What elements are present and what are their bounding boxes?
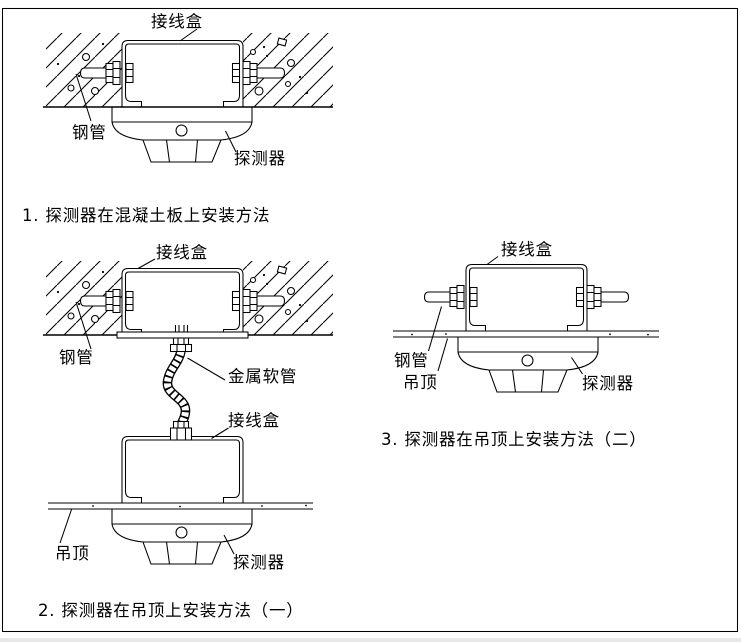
suspended-ceiling-band xyxy=(48,502,313,510)
suspended-ceiling-band xyxy=(393,330,659,338)
detector-label: 探测器 xyxy=(234,149,286,168)
conduit-nut xyxy=(172,337,190,346)
detector-label: 探测器 xyxy=(233,553,285,572)
junction-box-lower-label: 接线盒 xyxy=(228,411,280,430)
junction-box-cover-plate xyxy=(116,331,249,339)
ceiling-speckle xyxy=(411,333,413,336)
leader-line-steel-pipe xyxy=(427,306,443,352)
ceiling-label: 吊顶 xyxy=(55,544,90,563)
ceiling-speckle xyxy=(647,333,649,336)
nut-facet-lines xyxy=(176,344,187,352)
nut-facet-lines xyxy=(177,338,185,345)
leader-line-flexible-conduit xyxy=(187,357,226,381)
steel-pipe-label: 钢管 xyxy=(394,351,429,370)
junction-box-label: 接线盒 xyxy=(501,240,553,259)
leader-line-detector xyxy=(223,534,235,555)
leader-line-ceiling xyxy=(59,509,72,544)
flexible-conduit-ribs xyxy=(164,350,189,425)
ceiling-speckle xyxy=(179,505,181,508)
diagram-3-caption: 3. 探测器在吊顶上安装方法（二） xyxy=(381,430,647,449)
detector-label: 探测器 xyxy=(582,374,634,393)
junction-box xyxy=(121,39,244,108)
steel-pipes xyxy=(79,288,286,314)
diagram-2-caption: 2. 探测器在吊顶上安装方法（一） xyxy=(38,601,304,620)
leader-line-steel-pipe xyxy=(75,73,92,122)
nut-facet-lines xyxy=(177,421,185,428)
ceiling-speckle xyxy=(261,505,263,507)
diagram-2-ceiling-installation-method-1: 接线盒 钢管 金属软管 接线盒 吊顶 探测器 2. 探测器在吊顶上安装方法（一） xyxy=(38,243,334,620)
conduit-nipple xyxy=(174,325,189,332)
leader-line-junction-box-lower xyxy=(211,427,229,439)
junction-box-top-label: 接线盒 xyxy=(156,243,208,262)
leader-line-junction-box xyxy=(486,256,499,265)
leader-line-detector xyxy=(225,130,237,153)
ceiling-speckle xyxy=(445,333,447,335)
leader-line-ceiling xyxy=(437,338,449,372)
ceiling-speckle xyxy=(92,505,94,507)
steel-pipes xyxy=(79,60,286,86)
junction-box-lower xyxy=(121,435,244,504)
ceiling-speckle xyxy=(305,504,307,507)
steel-pipes xyxy=(423,284,630,310)
detector xyxy=(111,508,253,565)
nut-facet-lines xyxy=(176,428,187,440)
junction-box-top xyxy=(121,267,244,336)
diagram-3-ceiling-installation-method-2: 接线盒 钢管 吊顶 探测器 3. 探测器在吊顶上安装方法（二） xyxy=(381,240,659,449)
leader-line-junction-box xyxy=(179,28,198,42)
junction-box xyxy=(465,263,588,332)
leader-line-steel-pipe xyxy=(75,301,92,350)
conduit-nut xyxy=(169,343,193,353)
flexible-conduit-label: 金属软管 xyxy=(228,367,297,386)
conduit-nut xyxy=(169,427,193,441)
detector xyxy=(457,336,599,393)
conduit-nut xyxy=(172,420,190,429)
ceiling-label: 吊顶 xyxy=(403,373,438,392)
leader-line-junction-box-top xyxy=(137,258,156,269)
junction-box-label: 接线盒 xyxy=(151,12,203,31)
drawing-border xyxy=(1,7,739,633)
diagram-1-concrete-slab-installation: 接线盒 钢管 探测器 1. 探测器在混凝土板上安装方法 xyxy=(22,12,334,225)
diagram-1-caption: 1. 探测器在混凝土板上安装方法 xyxy=(22,206,270,225)
detector xyxy=(111,106,253,163)
steel-pipe-label: 钢管 xyxy=(59,348,94,367)
ceiling-speckle xyxy=(609,333,611,336)
steel-pipe-label: 钢管 xyxy=(72,123,107,142)
leader-line-detector xyxy=(571,357,583,375)
